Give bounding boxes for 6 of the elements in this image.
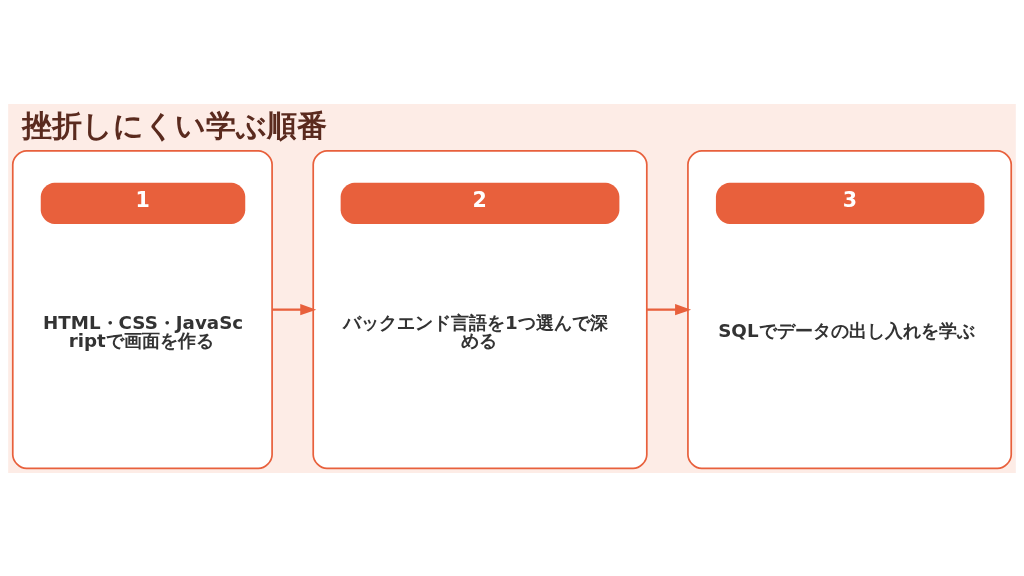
node-box: 3 SQLでデータの出し入れを学ぶ [687, 149, 1013, 469]
arrow [647, 303, 692, 315]
node-box: 2 バックエンド言語を1つ選んで深める [312, 149, 648, 469]
node-box: 1 HTML・CSS・JavaScriptで画面を作る [11, 149, 273, 469]
diagram-title: 挫折しにくい学ぶ順番 [21, 107, 327, 143]
arrow [272, 303, 317, 315]
